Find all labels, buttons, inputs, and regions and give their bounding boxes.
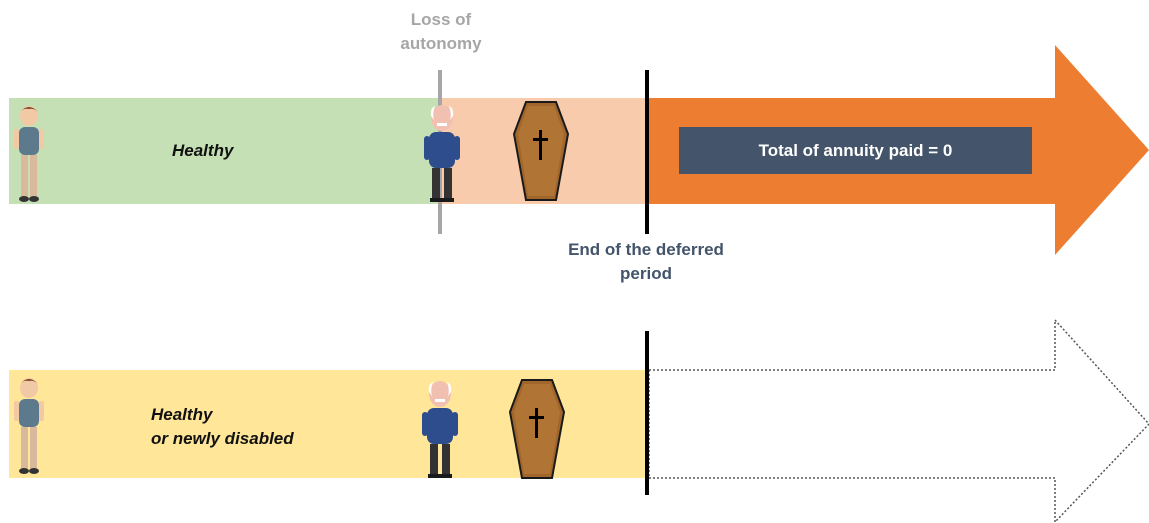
dotted-arrow	[648, 318, 1149, 523]
young-person-icon	[14, 378, 44, 474]
top-state-label: Healthy	[172, 141, 234, 160]
healthy-band	[9, 98, 439, 204]
elderly-person-icon	[422, 381, 458, 478]
end-deferred-period-label: End of the deferred period	[568, 240, 724, 283]
young-person-icon	[14, 106, 44, 202]
bottom-state-label: Healthy or newly disabled	[151, 405, 294, 448]
elderly-person-icon	[424, 105, 460, 202]
annuity-box	[679, 127, 1032, 174]
loss-of-autonomy-label: Loss of autonomy	[400, 10, 482, 53]
coffin-icon	[512, 101, 570, 201]
annuity-paid-label: Total of annuity paid = 0	[758, 141, 953, 160]
coffin-icon	[508, 379, 566, 479]
